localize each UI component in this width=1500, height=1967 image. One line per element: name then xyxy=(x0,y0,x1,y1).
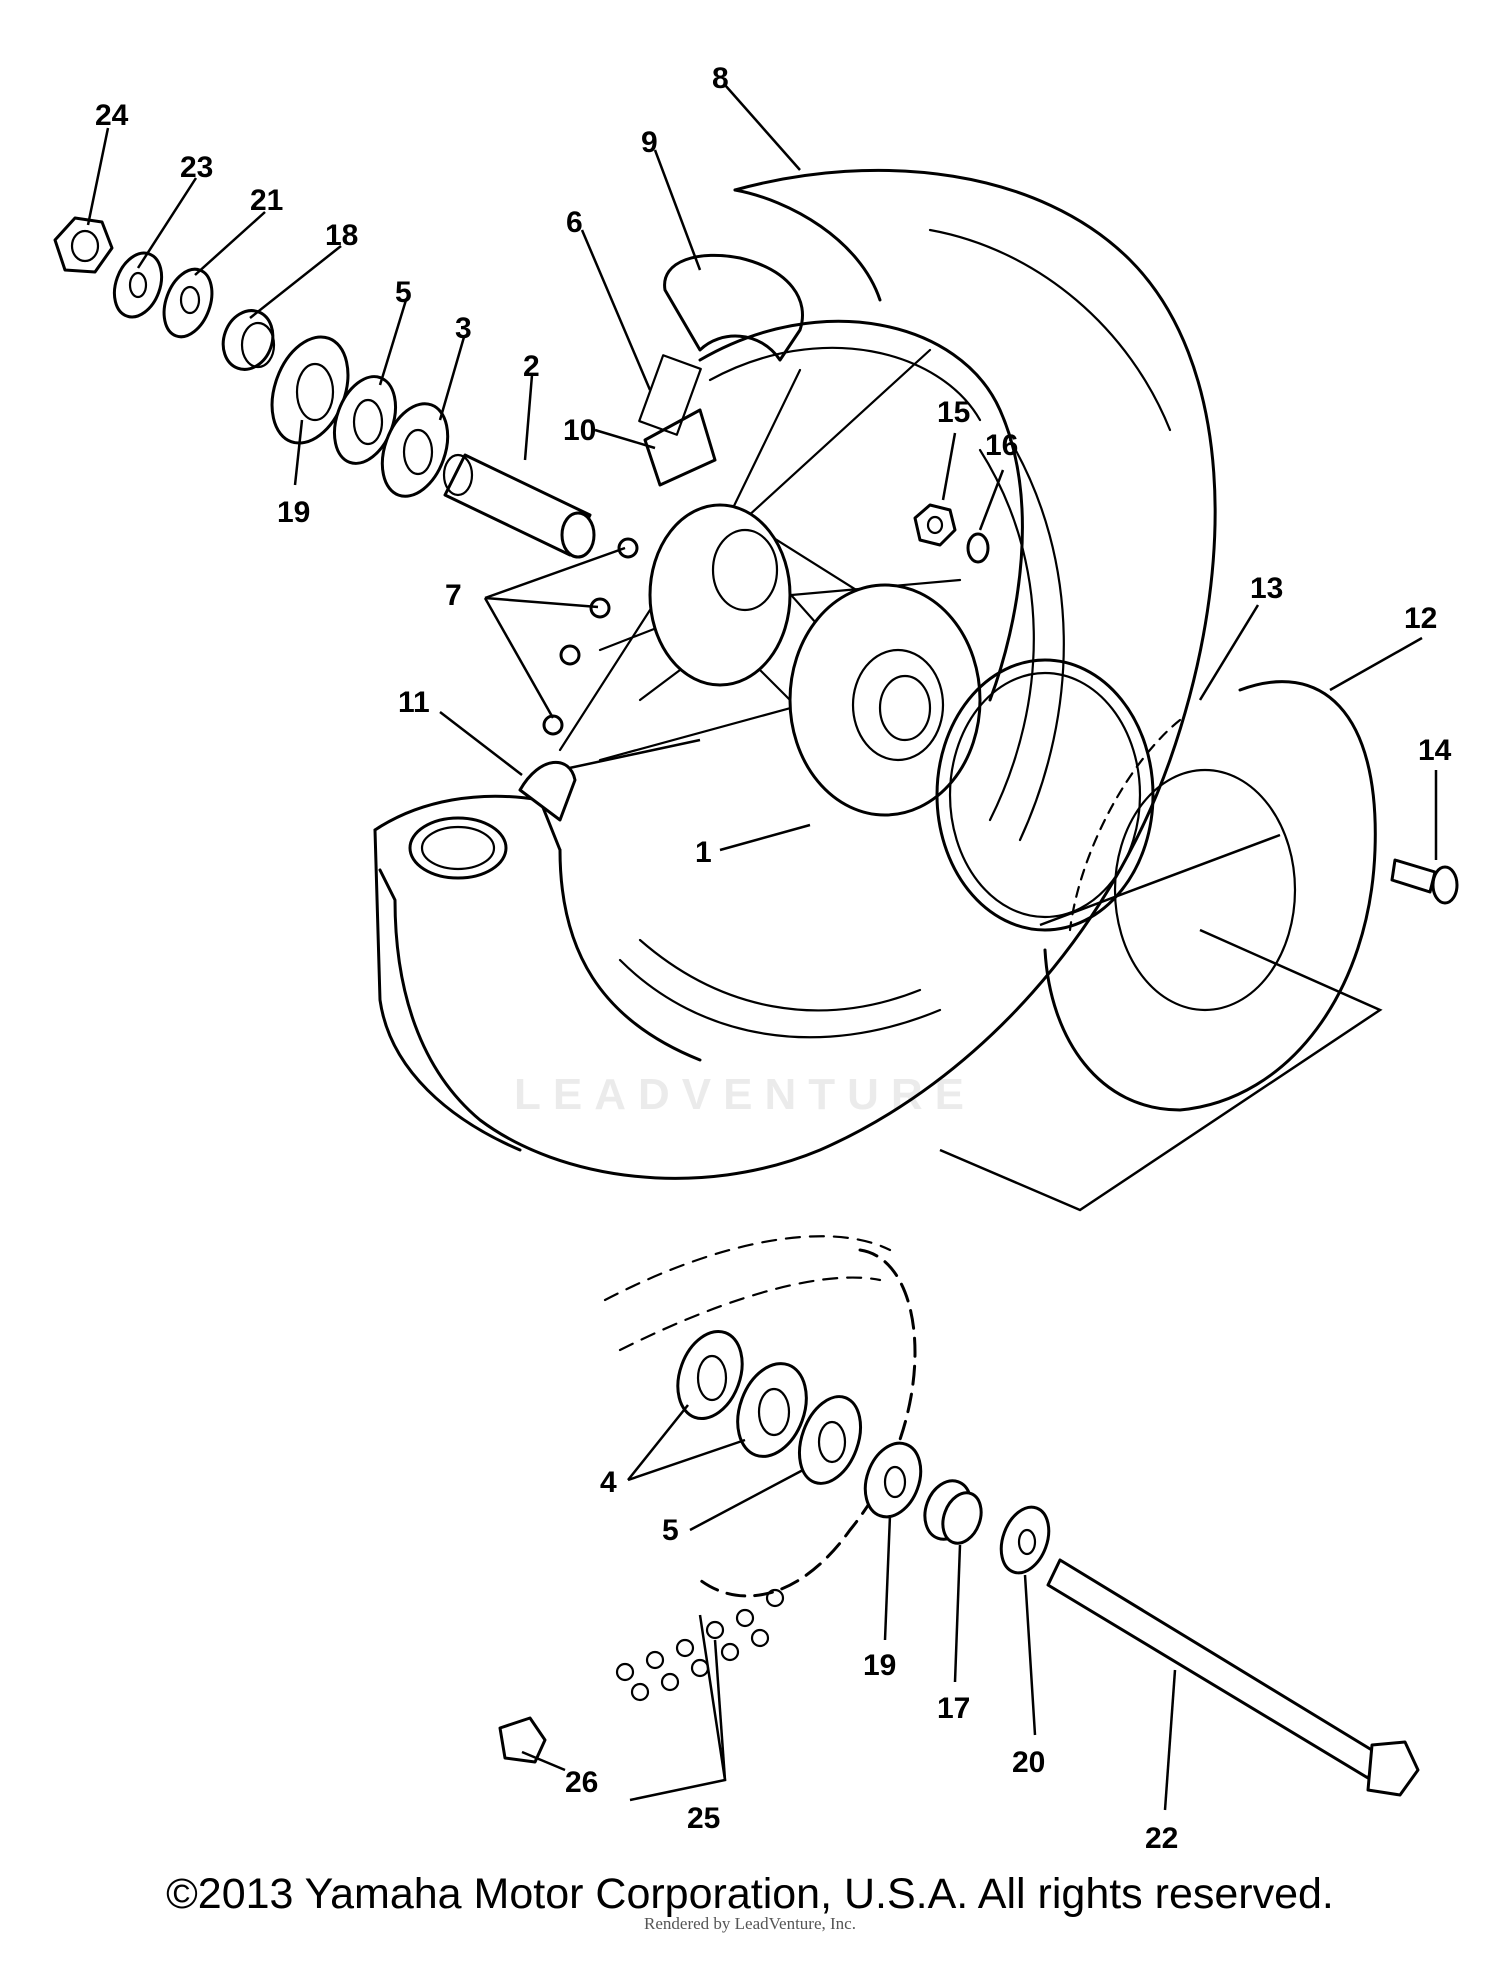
axle-hardware-lower xyxy=(498,1235,1420,1797)
label-part-18: 18 xyxy=(325,219,358,252)
label-part-12: 12 xyxy=(1404,602,1437,635)
leader-lines xyxy=(86,84,1438,1811)
label-part-15: 15 xyxy=(937,396,970,429)
label-part-5-upper: 5 xyxy=(395,276,412,309)
label-part-10: 10 xyxy=(563,414,596,447)
wheel-illustration xyxy=(373,168,1383,1212)
label-part-19-lower: 19 xyxy=(863,1649,896,1682)
label-part-25: 25 xyxy=(687,1802,720,1835)
label-part-11: 11 xyxy=(398,686,430,719)
label-part-9: 9 xyxy=(641,126,658,159)
label-part-23: 23 xyxy=(180,151,213,184)
label-part-22: 22 xyxy=(1145,1822,1178,1855)
label-part-2: 2 xyxy=(523,350,540,383)
label-part-4: 4 xyxy=(600,1466,617,1499)
rendered-by-notice: Rendered by LeadVenture, Inc. xyxy=(644,1914,856,1933)
label-part-5-lower: 5 xyxy=(662,1514,679,1547)
axle-hardware-upper xyxy=(53,216,1459,905)
part-labels: 24 23 21 18 5 3 2 19 8 9 6 10 15 16 7 13… xyxy=(95,62,1452,1855)
label-part-21: 21 xyxy=(250,184,283,217)
label-part-20: 20 xyxy=(1012,1746,1045,1779)
label-part-13: 13 xyxy=(1250,572,1283,605)
label-part-17: 17 xyxy=(937,1692,970,1725)
label-part-26: 26 xyxy=(565,1766,598,1799)
label-part-16: 16 xyxy=(985,429,1018,462)
label-part-19-upper: 19 xyxy=(277,496,310,529)
label-part-7: 7 xyxy=(445,579,462,612)
label-part-8: 8 xyxy=(712,62,729,95)
label-part-24: 24 xyxy=(95,99,129,132)
watermark-text: LEADVENTURE xyxy=(513,1070,977,1119)
label-part-3: 3 xyxy=(455,312,472,345)
label-part-6: 6 xyxy=(566,206,583,239)
copyright-notice: ©2013 Yamaha Motor Corporation, U.S.A. A… xyxy=(166,1870,1334,1918)
label-part-14: 14 xyxy=(1418,734,1452,767)
label-part-1: 1 xyxy=(695,836,712,869)
